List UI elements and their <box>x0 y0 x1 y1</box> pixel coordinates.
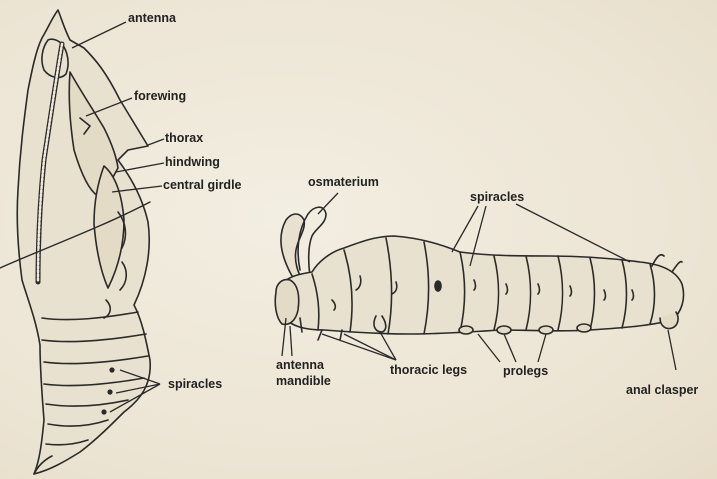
label-larva-spiracles: spiracles <box>470 191 524 204</box>
larva-drawing <box>275 207 683 340</box>
label-larva-mandible: mandible <box>276 375 331 388</box>
larva-body <box>280 236 684 334</box>
label-larva-osmaterium: osmaterium <box>308 176 379 189</box>
larva-head <box>275 280 298 325</box>
label-larva-anal-clasper: anal clasper <box>626 384 698 397</box>
label-pupa-central-girdle: central girdle <box>163 179 242 192</box>
label-pupa-thorax: thorax <box>165 132 203 145</box>
label-pupa-forewing: forewing <box>134 90 186 103</box>
pupa-drawing <box>0 10 150 474</box>
label-pupa-hindwing: hindwing <box>165 156 220 169</box>
osmaterium-horns <box>281 214 304 280</box>
label-larva-thoracic-legs: thoracic legs <box>390 364 467 377</box>
label-pupa-antenna: antenna <box>128 12 176 25</box>
label-larva-antenna: antenna <box>276 359 324 372</box>
label-pupa-spiracles: spiracles <box>168 378 222 391</box>
label-larva-prolegs: prolegs <box>503 365 548 378</box>
